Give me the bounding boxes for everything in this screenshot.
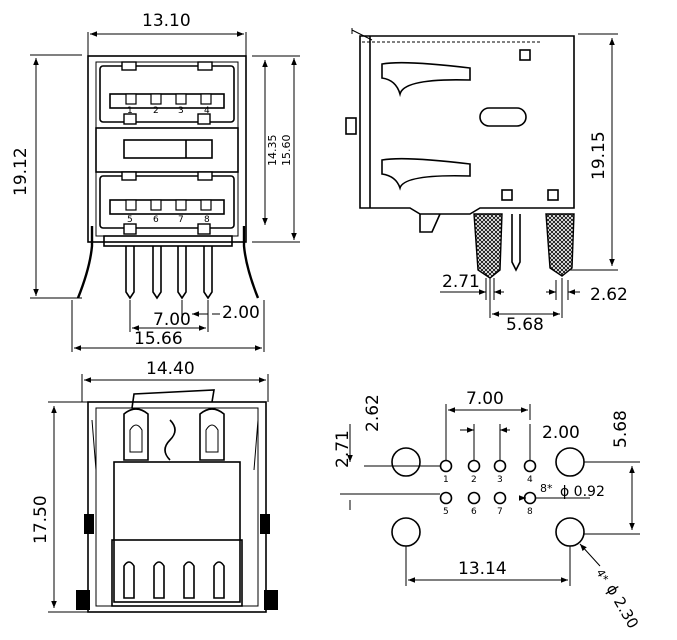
- large-hole-count: 4*: [593, 567, 611, 585]
- signal-holes: 1 2 3 4 5 6 7 8: [439, 459, 537, 517]
- upper-pin-2: 2: [153, 106, 159, 116]
- pcb-pin-8: 8: [527, 507, 533, 517]
- front-pins: [125, 246, 213, 300]
- bottom-block: [113, 461, 241, 603]
- pcb-pin-6: 6: [471, 507, 477, 517]
- pcb-row-spacing-label: 5.68: [611, 410, 631, 448]
- bottom-height-dimension: 17.50: [31, 401, 88, 613]
- pcb-offset-a-label: 2.62: [363, 394, 383, 432]
- pcb-layout: 7.00 2.00 2.62 2.71 5.68: [333, 389, 642, 632]
- side-height-label: 19.15: [589, 131, 609, 180]
- pcb-pin-3: 3: [497, 475, 503, 485]
- small-hole-callout: 8* ϕ 0.92: [519, 482, 605, 501]
- front-bottom-width-label: 15.66: [134, 329, 183, 349]
- front-height-label: 19.12: [11, 147, 31, 196]
- side-leg-dim-right: 2.62: [546, 280, 628, 305]
- front-bottom-width-dimension: 15.66: [71, 300, 265, 352]
- side-leg-right-label: 2.62: [590, 285, 628, 305]
- right-leg: [242, 226, 260, 299]
- side-shell: [359, 35, 575, 215]
- side-view: 19.15 2.71 5.68: [345, 28, 628, 335]
- lower-spring-contact: [381, 157, 471, 191]
- mounting-hole-top-left: [391, 447, 421, 477]
- pcb-pin-7: 7: [497, 507, 503, 517]
- lower-pin-7: 7: [178, 215, 184, 225]
- pcb-pin-2: 2: [471, 475, 477, 485]
- bottom-pins: [123, 561, 225, 599]
- top-latch: [131, 389, 215, 409]
- pcb-pin-spacing-dimension: 2.00: [460, 423, 580, 460]
- pcb-pin-1: 1: [443, 475, 449, 485]
- small-hole-count: 8*: [540, 482, 553, 495]
- pcb-hole-spacing-label: 13.14: [458, 559, 507, 579]
- bottom-width-label: 14.40: [146, 359, 195, 379]
- pcb-hole-spacing-dimension: 13.14: [405, 546, 571, 586]
- side-leg-left-label: 2.71: [442, 272, 480, 292]
- front-housing: [87, 55, 247, 243]
- upper-port: 1 2 3 4: [99, 61, 235, 125]
- side-leg-spacing-label: 5.68: [506, 315, 544, 335]
- pcb-pin-span-dimension: 7.00: [445, 389, 531, 460]
- upper-pin-3: 3: [178, 106, 184, 116]
- small-hole-diameter: ϕ 0.92: [560, 484, 605, 500]
- large-hole-diameter: ϕ 2.30: [603, 581, 643, 632]
- large-hole-callout: 4* ϕ 2.30: [579, 543, 643, 632]
- front-view: 13.10 19.12 14.35 15.60: [11, 11, 300, 352]
- front-width-label: 13.10: [142, 11, 191, 31]
- pcb-pin-5: 5: [443, 507, 449, 517]
- front-pin-dimensions: 7.00 2.00: [129, 300, 260, 332]
- upper-pin-1: 1: [127, 106, 133, 116]
- bottom-body: [87, 401, 267, 613]
- mounting-hole-bottom-right: [555, 517, 585, 547]
- bottom-width-dimension: 14.40: [81, 359, 269, 402]
- side-leg-spacing: 5.68: [489, 278, 563, 335]
- pcb-offset-a-dimension: 2.62: [363, 394, 440, 467]
- lower-pin-6: 6: [153, 215, 159, 225]
- pcb-pin-spacing-label: 2.00: [542, 423, 580, 443]
- pcb-pin-span-label: 7.00: [466, 389, 504, 409]
- pcb-offset-b-label: 2.71: [333, 430, 353, 468]
- inner-height-b-label: 15.60: [280, 135, 293, 167]
- mounting-hole-top-right: [555, 447, 585, 477]
- front-pin-span-label: 7.00: [153, 310, 191, 330]
- front-inner-height-dimensions: 14.35 15.60: [252, 55, 300, 243]
- upper-pin-4: 4: [204, 106, 210, 116]
- side-bracket: [419, 213, 441, 233]
- right-board-leg: [545, 213, 575, 277]
- bottom-height-label: 17.50: [31, 495, 51, 544]
- left-board-leg: [473, 213, 503, 279]
- side-height-dimension: 19.15: [570, 33, 618, 271]
- left-leg: [76, 226, 94, 299]
- side-leg-dim-left: 2.71: [440, 272, 504, 300]
- pcb-offset-b-dimension: 2.71: [333, 424, 440, 510]
- center-board-pin: [511, 214, 521, 272]
- mounting-hole-bottom-left: [391, 517, 421, 547]
- lower-port: 5 6 7 8: [99, 171, 235, 235]
- lower-pin-8: 8: [204, 215, 210, 225]
- side-oval-window: [479, 107, 527, 127]
- front-pin-spacing-label: 2.00: [222, 303, 260, 323]
- front-height-dimension: 19.12: [11, 54, 82, 299]
- inner-height-a-label: 14.35: [266, 135, 279, 167]
- pcb-pin-4: 4: [527, 475, 533, 485]
- center-slot: [123, 139, 213, 159]
- bottom-view: 14.40 17.50: [31, 359, 278, 613]
- upper-spring-contact: [381, 61, 471, 98]
- front-width-dimension: 13.10: [87, 11, 247, 58]
- pcb-row-spacing-dimension: 5.68: [584, 410, 640, 535]
- lower-pin-5: 5: [127, 215, 133, 225]
- side-tab: [345, 117, 357, 135]
